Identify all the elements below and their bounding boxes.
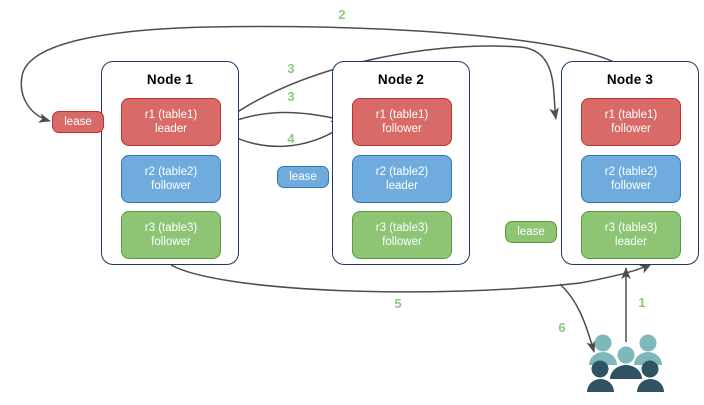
lease-badge-table3[interactable]: lease xyxy=(505,221,557,243)
step-text: 5 xyxy=(394,296,402,311)
replica-card[interactable]: r1 (table1) leader xyxy=(121,98,221,146)
lease-badge-table1[interactable]: lease xyxy=(52,111,104,133)
node-title: Node 2 xyxy=(377,72,425,87)
replica-line2: follower xyxy=(382,123,422,135)
users-icon xyxy=(587,334,664,392)
step-label-3-lower: 3 xyxy=(281,89,301,104)
replica-card[interactable]: r3 (table3) follower xyxy=(352,211,452,259)
replica-line2: follower xyxy=(611,123,651,135)
replica-line2: follower xyxy=(151,236,191,248)
replica-line1: r1 (table1) xyxy=(144,109,198,121)
replica-line2: leader xyxy=(386,180,418,192)
step-label-2: 2 xyxy=(332,7,352,22)
step-label-4: 4 xyxy=(281,131,301,146)
step-label-1: 1 xyxy=(632,295,652,310)
node-box-1[interactable]: Node 1 r1 (table1) leader r2 (table2) fo… xyxy=(101,61,239,265)
step-label-6: 6 xyxy=(552,320,572,335)
edge-5 xyxy=(170,263,652,293)
step-text: 2 xyxy=(338,7,346,22)
replica-line1: r3 (table3) xyxy=(375,222,429,234)
step-text: 6 xyxy=(558,320,566,335)
step-text: 4 xyxy=(287,131,295,146)
replica-line2: leader xyxy=(155,123,187,135)
step-text: 1 xyxy=(638,295,646,310)
replica-line1: r3 (table3) xyxy=(144,222,198,234)
step-label-5: 5 xyxy=(388,296,408,311)
replica-line1: r1 (table1) xyxy=(375,109,429,121)
edge-3-to-node2 xyxy=(221,111,343,127)
step-text: 3 xyxy=(287,89,295,104)
replica-card[interactable]: r2 (table2) follower xyxy=(121,155,221,203)
replica-card[interactable]: r2 (table2) leader xyxy=(352,155,452,203)
lease-badge-table2[interactable]: lease xyxy=(277,166,329,188)
node-title: Node 1 xyxy=(146,72,194,87)
replica-line1: r2 (table2) xyxy=(375,166,429,178)
replica-card[interactable]: r3 (table3) follower xyxy=(121,211,221,259)
replica-card[interactable]: r3 (table3) leader xyxy=(581,211,681,259)
step-label-3-upper: 3 xyxy=(281,61,301,76)
replica-line1: r1 (table1) xyxy=(604,109,658,121)
replica-line2: follower xyxy=(611,180,651,192)
replica-line2: follower xyxy=(382,236,422,248)
replica-card[interactable]: r1 (table1) follower xyxy=(581,98,681,146)
lease-label: lease xyxy=(64,116,92,128)
replica-line1: r3 (table3) xyxy=(604,222,658,234)
replica-card[interactable]: r1 (table1) follower xyxy=(352,98,452,146)
replica-card[interactable]: r2 (table2) follower xyxy=(581,155,681,203)
replica-line2: follower xyxy=(151,180,191,192)
replica-line1: r2 (table2) xyxy=(604,166,658,178)
node-box-2[interactable]: Node 2 r1 (table1) follower r2 (table2) … xyxy=(332,61,470,265)
replica-line1: r2 (table2) xyxy=(144,166,198,178)
replica-line2: leader xyxy=(615,236,647,248)
node-box-3[interactable]: Node 3 r1 (table1) follower r2 (table2) … xyxy=(561,61,699,265)
node-title: Node 3 xyxy=(606,72,654,87)
lease-label: lease xyxy=(289,171,317,183)
lease-label: lease xyxy=(517,226,545,238)
step-text: 3 xyxy=(287,61,295,76)
